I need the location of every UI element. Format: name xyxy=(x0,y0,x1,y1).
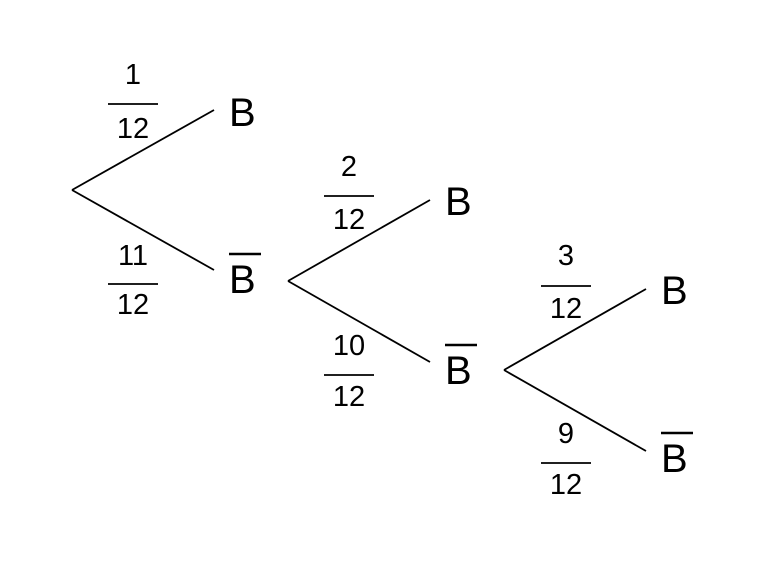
stage-1-upper-outcome: B xyxy=(229,91,256,135)
stage-3-upper-probability: 3 12 xyxy=(541,240,591,325)
stage-1-lower-outcome: B xyxy=(229,258,256,302)
stage-2: 2 12 10 12 B B xyxy=(287,151,477,413)
stage-1-lower-denominator: 12 xyxy=(117,289,149,321)
stage-1-upper-branch xyxy=(71,109,215,191)
stage-1-lower-probability: 11 12 xyxy=(108,240,158,321)
stage-1-upper-numerator: 1 xyxy=(125,59,141,91)
stage-1-lower-numerator: 11 xyxy=(118,240,148,272)
stage-3-lower-denominator: 12 xyxy=(550,469,582,501)
stage-2-lower-outcome: B xyxy=(445,349,472,393)
stage-3-lower-numerator: 9 xyxy=(558,418,574,450)
stage-3-lower-outcome: B xyxy=(661,437,688,481)
stage-2-upper-numerator: 2 xyxy=(341,151,357,183)
stage-2-upper-probability: 2 12 xyxy=(324,151,374,236)
stage-2-lower-branch xyxy=(287,280,431,363)
stage-3-upper-numerator: 3 xyxy=(558,240,574,272)
stage-3-lower-probability: 9 12 xyxy=(541,418,591,501)
stage-3-lower-branch xyxy=(503,369,647,452)
stage-3-upper-denominator: 12 xyxy=(550,293,582,325)
stage-1-upper-denominator: 12 xyxy=(117,113,149,145)
stage-2-lower-probability: 10 12 xyxy=(324,330,374,413)
stage-1: 1 12 11 12 B B xyxy=(71,59,261,321)
stage-3: 3 12 9 12 B B xyxy=(503,240,693,501)
stage-1-lower-branch xyxy=(71,189,215,271)
stage-2-lower-denominator: 12 xyxy=(333,381,365,413)
stage-2-upper-branch xyxy=(287,199,431,282)
stage-3-upper-outcome: B xyxy=(661,269,688,313)
stage-3-lower-outcome-complement: B xyxy=(661,431,693,481)
stage-2-upper-outcome: B xyxy=(445,180,472,224)
stage-3-upper-branch xyxy=(503,288,647,371)
stage-2-lower-outcome-complement: B xyxy=(445,343,477,393)
stage-1-lower-outcome-complement: B xyxy=(229,252,261,302)
stage-2-lower-numerator: 10 xyxy=(333,330,365,362)
stage-2-upper-denominator: 12 xyxy=(333,204,365,236)
stage-1-upper-probability: 1 12 xyxy=(108,59,158,145)
